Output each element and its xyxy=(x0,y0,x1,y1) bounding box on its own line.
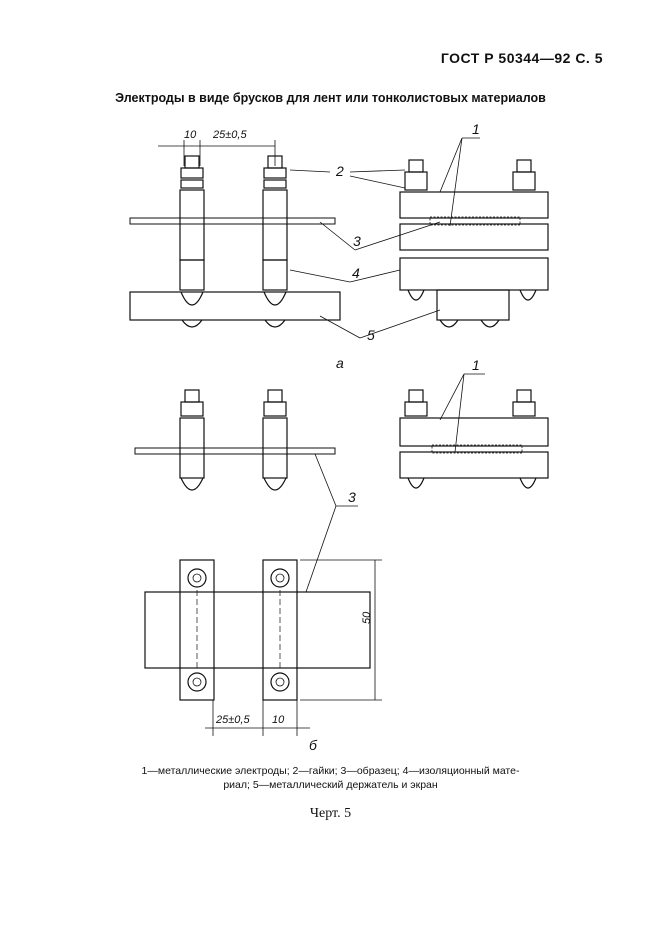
figure-caption: Черт. 5 xyxy=(309,806,352,821)
electrode-pair-side-view-b xyxy=(134,389,336,491)
legend-line-1: 1—металлические электроды; 2—гайки; 3—об… xyxy=(141,765,520,777)
leader-lines-a xyxy=(289,137,480,339)
dimension-height-b: 50 xyxy=(361,611,373,624)
callout-3-a: 3 xyxy=(353,233,361,249)
electrode-assembly-front-view-b xyxy=(399,389,549,489)
subfigure-label-b: б xyxy=(309,737,318,753)
callout-4: 4 xyxy=(352,265,360,281)
dimension-width-a: 10 xyxy=(184,129,197,141)
figure-legend: 1—металлические электроды; 2—гайки; 3—об… xyxy=(0,764,661,792)
legend-line-2: риал; 5—металлический держатель и экран xyxy=(223,779,438,791)
callout-5: 5 xyxy=(367,327,375,343)
leader-lines-b xyxy=(305,373,485,593)
callout-1-a: 1 xyxy=(472,121,480,137)
electrode-pair-side-view-a xyxy=(129,140,341,328)
dimension-width-b: 10 xyxy=(272,714,285,726)
dimension-spacing-a: 25±0,5 xyxy=(212,129,247,141)
callout-1-b: 1 xyxy=(472,357,480,373)
standard-number: ГОСТ Р 50344—92 xyxy=(440,50,571,66)
figure-title: Электроды в виде брусков для лент или то… xyxy=(115,91,546,105)
subfigure-label-a: а xyxy=(336,355,344,371)
electrode-assembly-front-view-a xyxy=(399,159,549,328)
page-header: ГОСТ Р 50344—92 С. 5 xyxy=(441,50,603,66)
dimension-spacing-b: 25±0,5 xyxy=(215,714,250,726)
callout-3-b: 3 xyxy=(348,489,356,505)
electrode-plan-view-b xyxy=(144,559,382,736)
page-number: С. 5 xyxy=(575,50,603,66)
callout-2: 2 xyxy=(335,163,344,179)
